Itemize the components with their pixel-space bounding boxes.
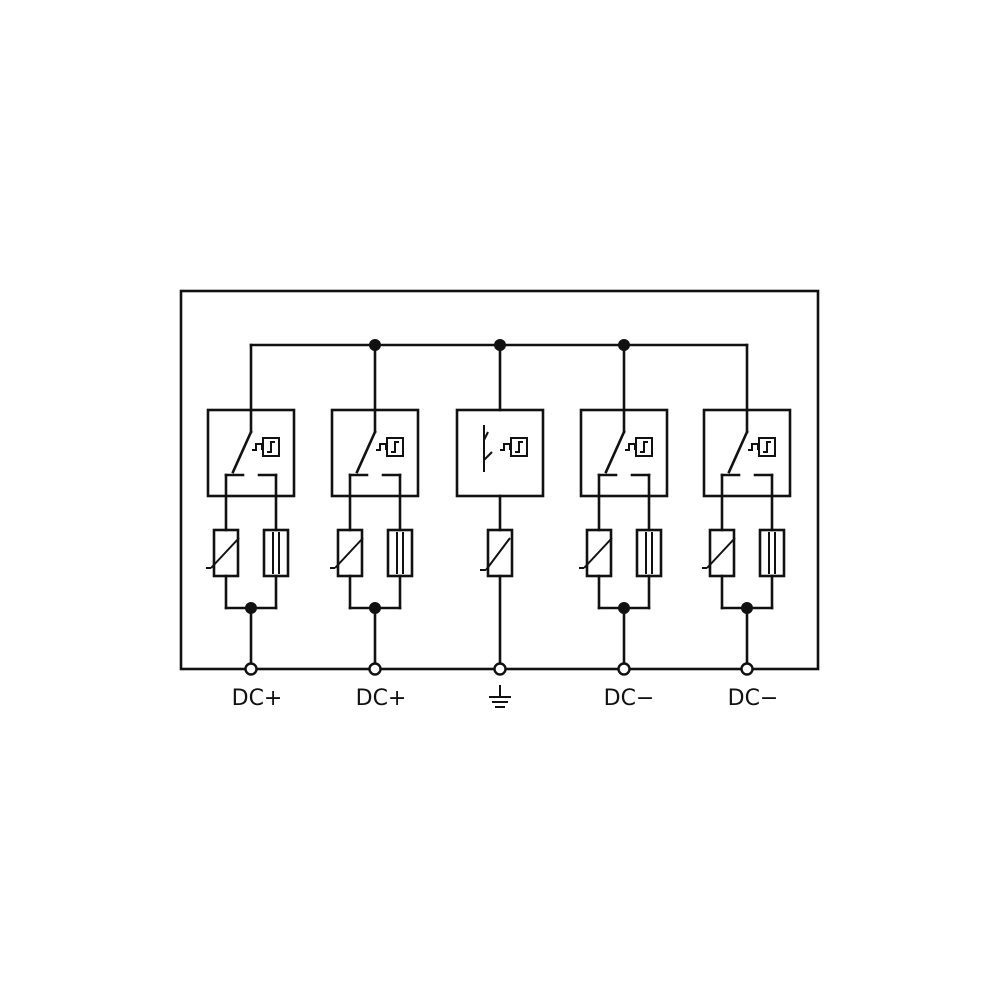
disconnector-box bbox=[206, 408, 296, 498]
disconnector-box bbox=[702, 408, 792, 498]
thermal-monitor-icon bbox=[386, 437, 404, 457]
varistor-diagonal bbox=[485, 537, 511, 571]
channel-dc-minus-2 bbox=[702, 343, 792, 676]
varistor-diagonal bbox=[334, 537, 364, 569]
disconnector-box bbox=[579, 408, 669, 498]
varistor-diagonal bbox=[706, 537, 736, 569]
thermal-monitor-icon bbox=[510, 437, 528, 457]
bus-junction-dot bbox=[494, 339, 506, 351]
gas-discharge-tube-icon bbox=[758, 528, 786, 578]
thermal-wave-icon bbox=[500, 443, 511, 451]
thermal-monitor-box bbox=[455, 408, 545, 498]
bus-junction-dot bbox=[618, 339, 630, 351]
thermal-monitor-icon bbox=[635, 437, 653, 457]
thermal-step-icon bbox=[515, 441, 523, 453]
varistor-diagonal bbox=[583, 537, 613, 569]
bus-junction-dot bbox=[369, 339, 381, 351]
thermal-wave-icon bbox=[748, 443, 759, 451]
terminal-dc-plus-2 bbox=[368, 662, 382, 676]
thermal-step-icon bbox=[267, 441, 275, 453]
terminal-label-dc-plus-2: DC+ bbox=[356, 686, 407, 711]
disconnector-switch-icon bbox=[355, 430, 377, 474]
terminal-label-dc-minus-2: DC− bbox=[728, 686, 779, 711]
terminal-dc-minus-2 bbox=[740, 662, 754, 676]
terminal-label-dc-minus-1: DC− bbox=[604, 686, 655, 711]
disconnector-switch-icon bbox=[231, 430, 253, 474]
switch-tip bbox=[483, 431, 489, 441]
terminal-dc-minus-1 bbox=[617, 662, 631, 676]
switch-blade bbox=[483, 451, 493, 461]
thermal-monitor-icon bbox=[758, 437, 776, 457]
channel-dc-plus-2 bbox=[330, 343, 420, 676]
earth-ground-icon bbox=[489, 685, 511, 708]
thermal-monitor-icon bbox=[262, 437, 280, 457]
thermal-wave-icon bbox=[252, 443, 263, 451]
disconnector-switch-icon bbox=[727, 430, 749, 474]
thermal-step-icon bbox=[640, 441, 648, 453]
varistor-icon bbox=[486, 528, 514, 578]
thermal-step-icon bbox=[763, 441, 771, 453]
terminal-label-dc-plus-1: DC+ bbox=[232, 686, 283, 711]
channel-dc-plus-1 bbox=[206, 343, 296, 676]
thermal-wave-icon bbox=[625, 443, 636, 451]
varistor-diagonal bbox=[210, 537, 240, 569]
gas-discharge-tube-icon bbox=[386, 528, 414, 578]
gas-discharge-tube-icon bbox=[262, 528, 290, 578]
gas-discharge-tube-icon bbox=[635, 528, 663, 578]
channel-earth bbox=[455, 343, 545, 676]
channel-dc-minus-1 bbox=[579, 343, 669, 676]
terminal-dc-plus-1 bbox=[244, 662, 258, 676]
thermal-step-icon bbox=[391, 441, 399, 453]
disconnector-box bbox=[330, 408, 420, 498]
terminal-earth bbox=[493, 662, 507, 676]
thermal-wave-icon bbox=[376, 443, 387, 451]
disconnector-switch-icon bbox=[604, 430, 626, 474]
